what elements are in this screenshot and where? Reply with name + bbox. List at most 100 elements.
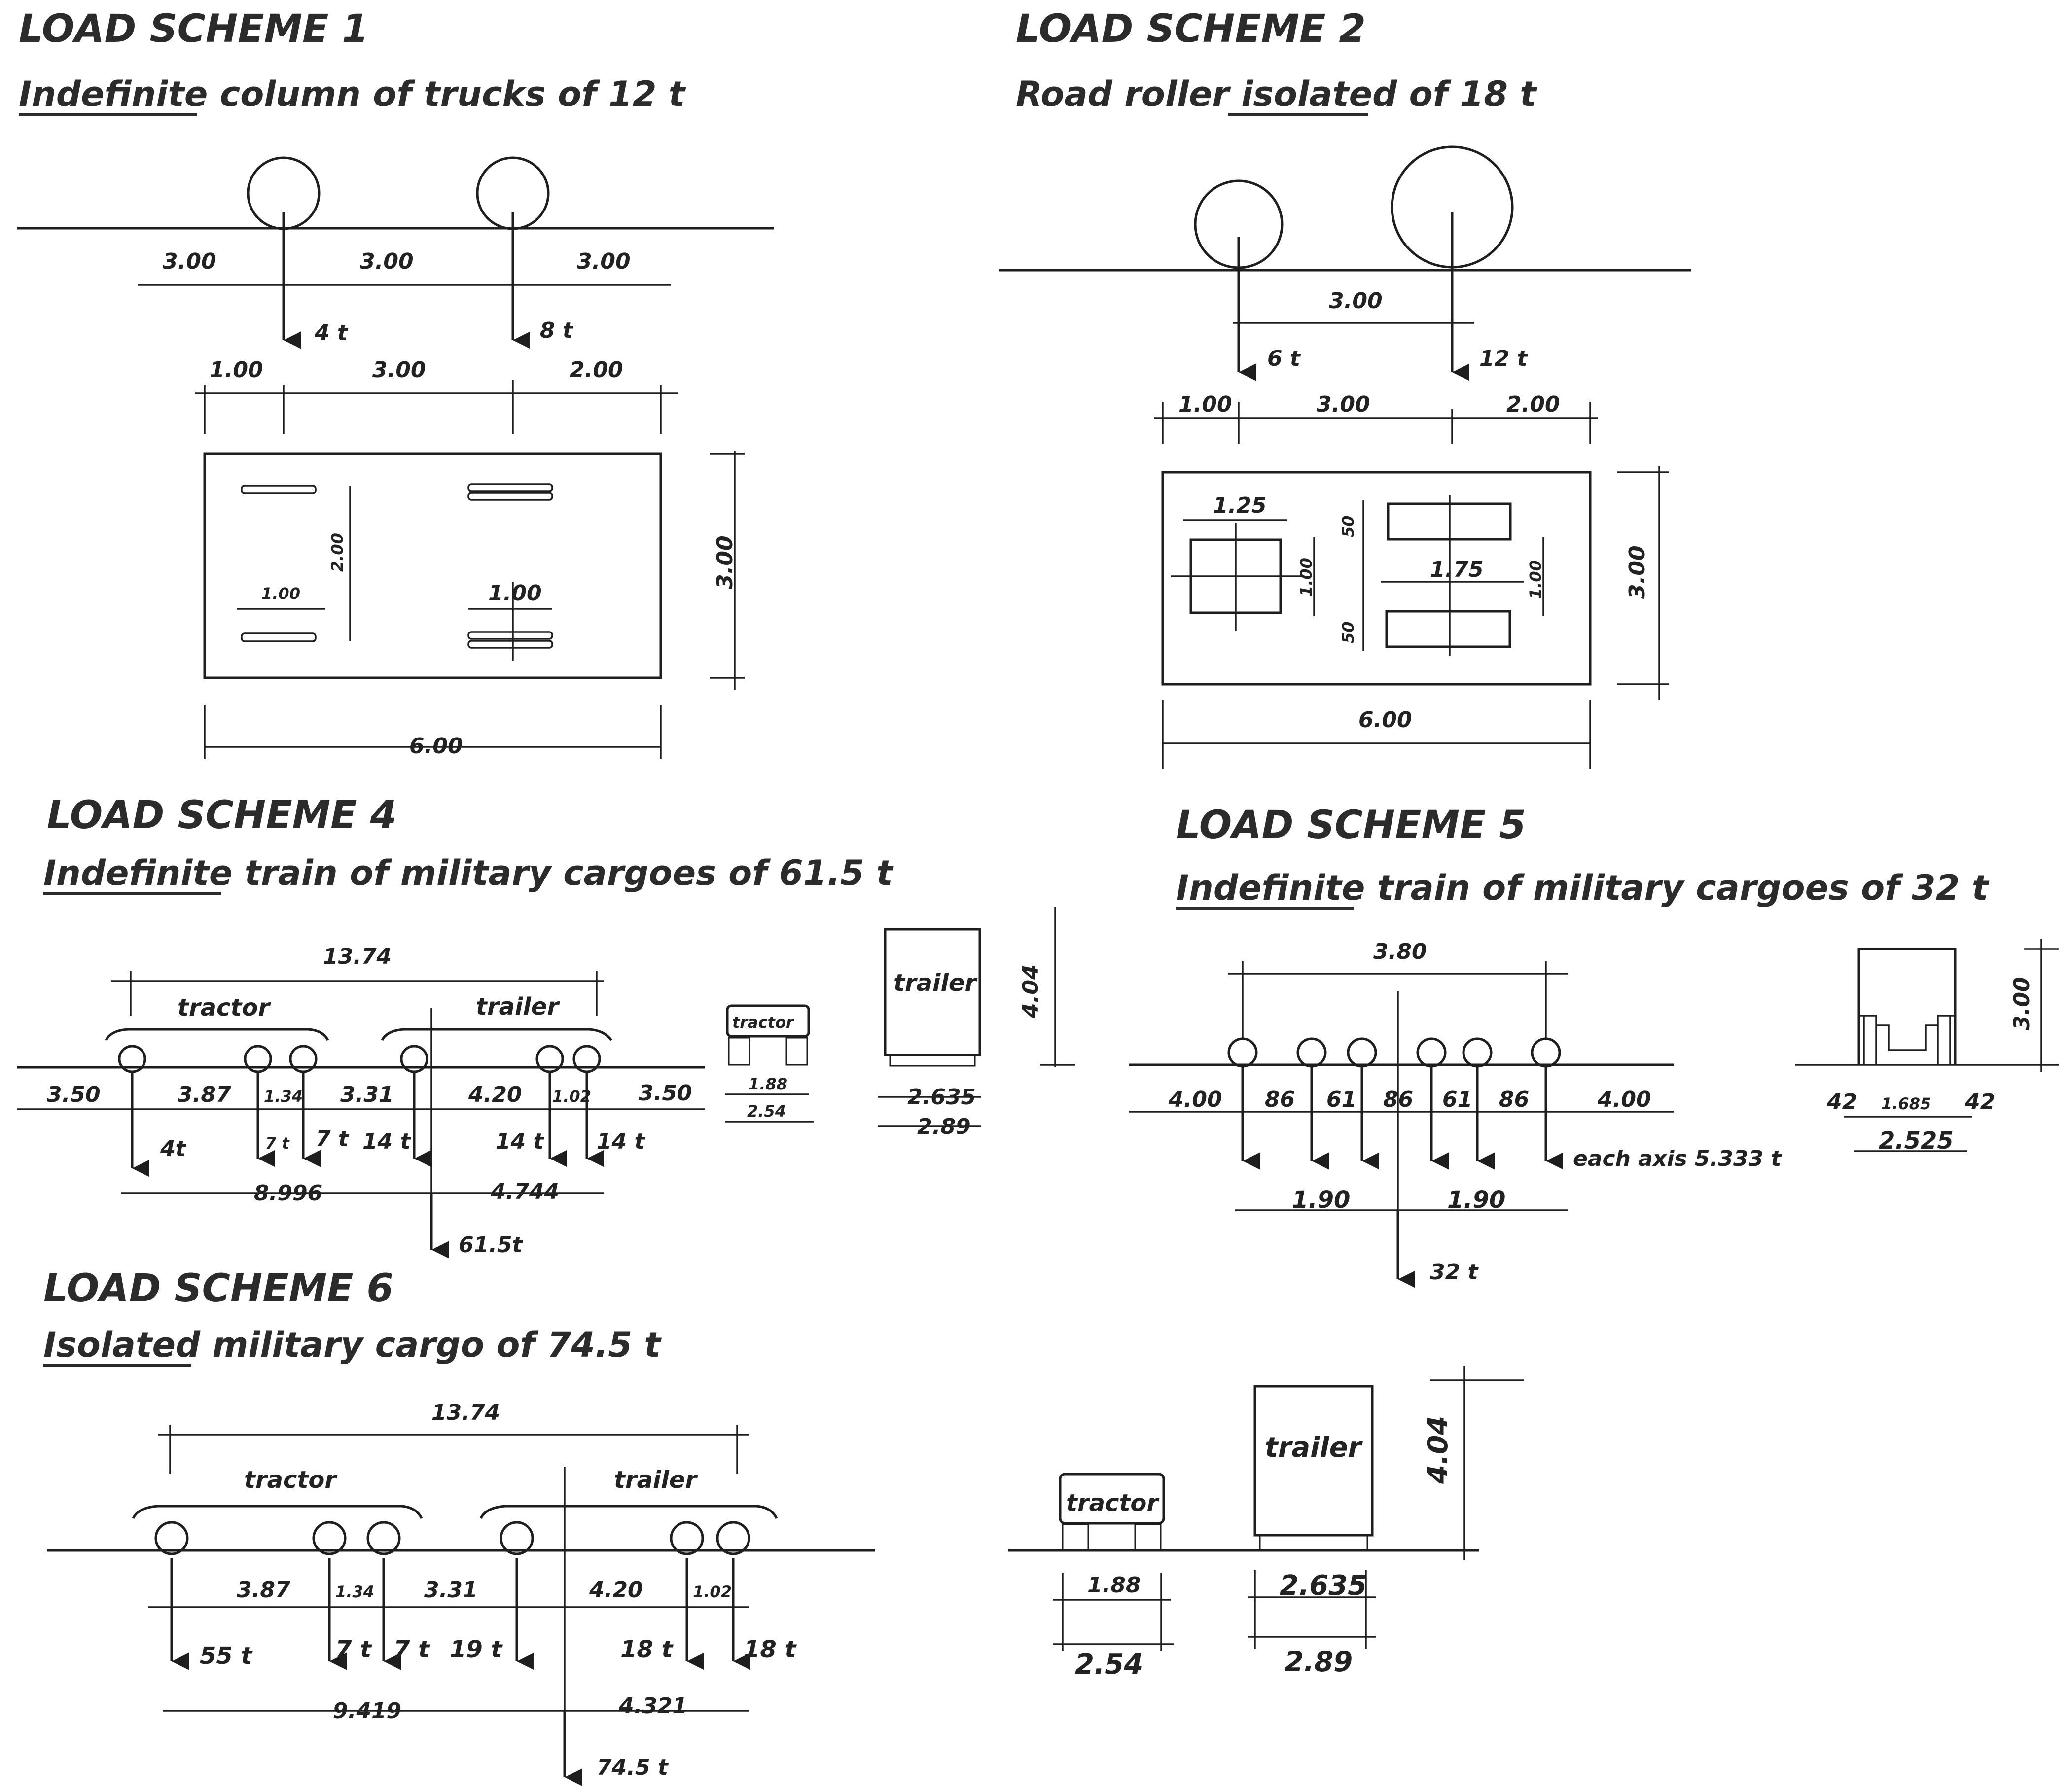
load-label: 14 t: [362, 1129, 412, 1154]
dim-label: 2.525: [1879, 1127, 1954, 1155]
rear-drum-contact: [1385, 610, 1511, 648]
tractor-section: [1059, 1473, 1165, 1525]
scheme-5: LOAD SCHEME 5 Indefinite train of milita…: [1129, 803, 2059, 1288]
tyre: [785, 1037, 808, 1066]
dim-label: 3.00: [1625, 545, 1650, 599]
dim-label: 61: [1442, 1087, 1472, 1112]
dim-label: 2.00: [328, 533, 347, 572]
trailer-brace: [479, 1505, 778, 1519]
dim-label: 3.00: [713, 535, 738, 589]
dim-label: 3.00: [163, 249, 216, 274]
dim-label: 3.00: [372, 357, 426, 383]
wheel: [244, 1045, 272, 1073]
wheel: [500, 1521, 534, 1555]
trailer-brace: [381, 1028, 612, 1041]
dim-label: 3.80: [1373, 939, 1427, 964]
tyre-strip: [467, 640, 553, 649]
dim-label: 3.00: [1317, 392, 1370, 417]
dim-label: 4.20: [468, 1082, 522, 1107]
wheel: [1531, 1037, 1561, 1068]
vehicle-section-outline: [1857, 948, 1957, 1065]
dim-label: 1.02: [693, 1582, 732, 1601]
dim-label: 2.635: [1280, 1570, 1367, 1602]
plan-rectangle: [1161, 471, 1592, 686]
wheel: [154, 1521, 189, 1555]
wheel: [1416, 1037, 1447, 1068]
dim-label: 50: [1339, 621, 1357, 643]
dim-label: 50: [1339, 515, 1357, 537]
wheel: [312, 1521, 347, 1555]
dim-label: 1.00: [261, 584, 300, 603]
load-label: 18 t: [620, 1636, 674, 1663]
wheel: [572, 1045, 601, 1073]
load-label: 14 t: [496, 1129, 545, 1154]
dim-label: 3.87: [237, 1578, 290, 1603]
dim-label: 4.00: [1597, 1087, 1651, 1112]
trailer-label: trailer: [614, 1466, 698, 1494]
load-label: 55 t: [200, 1642, 253, 1670]
tractor-section-label: tractor: [1066, 1489, 1160, 1517]
dim-label: 1.88: [1087, 1573, 1141, 1598]
dim-label: 1.02: [552, 1087, 591, 1106]
scheme-6-title: LOAD SCHEME 6: [43, 1266, 393, 1311]
dim-label: 1.88: [749, 1075, 787, 1093]
dim-label: 2.635: [907, 1085, 976, 1110]
tractor-label: tractor: [178, 994, 271, 1021]
tyre-strip: [241, 632, 317, 642]
load-label: 14 t: [597, 1129, 646, 1154]
dim-label: 1.34: [264, 1087, 303, 1106]
load-label: 7 t: [265, 1134, 290, 1153]
wheel: [1296, 1037, 1327, 1068]
wheel: [535, 1045, 564, 1073]
dim-label: 1.00: [1297, 558, 1316, 597]
tyre: [1062, 1523, 1089, 1551]
load-label: 6 t: [1267, 346, 1301, 371]
dim-label: 4.00: [1168, 1087, 1222, 1112]
dim-label: 2.00: [570, 357, 623, 383]
scheme-4-subtitle: Indefinite train of military cargoes of …: [43, 853, 894, 893]
load-label: 7 t: [335, 1636, 372, 1663]
tyre-strip: [467, 483, 553, 492]
dim-label: 3.50: [47, 1082, 101, 1107]
dim-label: 8.996: [254, 1181, 322, 1206]
dim-label: 1.00: [210, 357, 263, 383]
dim-label: 42: [1826, 1089, 1857, 1115]
wheel: [1347, 1037, 1377, 1068]
load-label: 4 t: [314, 320, 349, 346]
scheme-1-subtitle: Indefinite column of trucks of 12 t: [19, 74, 686, 114]
scheme-1-title: LOAD SCHEME 1: [19, 7, 369, 51]
tyre-row: [1259, 1534, 1368, 1551]
scheme-2-title: LOAD SCHEME 2: [1016, 7, 1366, 51]
dim-label: 42: [1964, 1089, 1995, 1115]
tyre-row: [889, 1054, 976, 1067]
load-label: 7 t: [393, 1636, 430, 1663]
dim-label: 4.744: [490, 1179, 559, 1204]
dim-label: 9.419: [333, 1698, 401, 1723]
wheel: [289, 1045, 318, 1073]
dim-label: 6.00: [409, 734, 463, 759]
dim-label: 1.00: [1178, 392, 1232, 417]
resultant-label: 74.5 t: [597, 1755, 669, 1780]
wheel: [670, 1521, 704, 1555]
trailer-section-label: trailer: [893, 969, 978, 997]
tyre: [1134, 1523, 1162, 1551]
scheme-5-subtitle: Indefinite train of military cargoes of …: [1176, 868, 1990, 908]
scheme-4-title: LOAD SCHEME 4: [47, 793, 397, 838]
load-label: 4t: [160, 1136, 187, 1161]
wheel: [1227, 1037, 1258, 1068]
axis-note: each axis 5.333 t: [1573, 1146, 1782, 1171]
dim-label: 4.321: [618, 1693, 687, 1719]
dim-label: 3.00: [577, 249, 631, 274]
tractor-label: tractor: [244, 1466, 338, 1494]
dim-label: 61: [1326, 1087, 1356, 1112]
tractor-brace: [132, 1505, 423, 1519]
dim-label: 1.75: [1430, 557, 1484, 582]
dim-label: 13.74: [431, 1400, 500, 1425]
scheme-5-title: LOAD SCHEME 5: [1176, 803, 1526, 847]
dim-label: 4.20: [589, 1578, 643, 1603]
scheme-6-subtitle: Isolated military cargo of 74.5 t: [43, 1325, 662, 1365]
tyre: [728, 1037, 750, 1066]
scheme-6: LOAD SCHEME 6 Isolated military cargo of…: [43, 1266, 1524, 1786]
dim-label: 86: [1499, 1087, 1529, 1112]
dim-label: 1.00: [488, 581, 542, 606]
